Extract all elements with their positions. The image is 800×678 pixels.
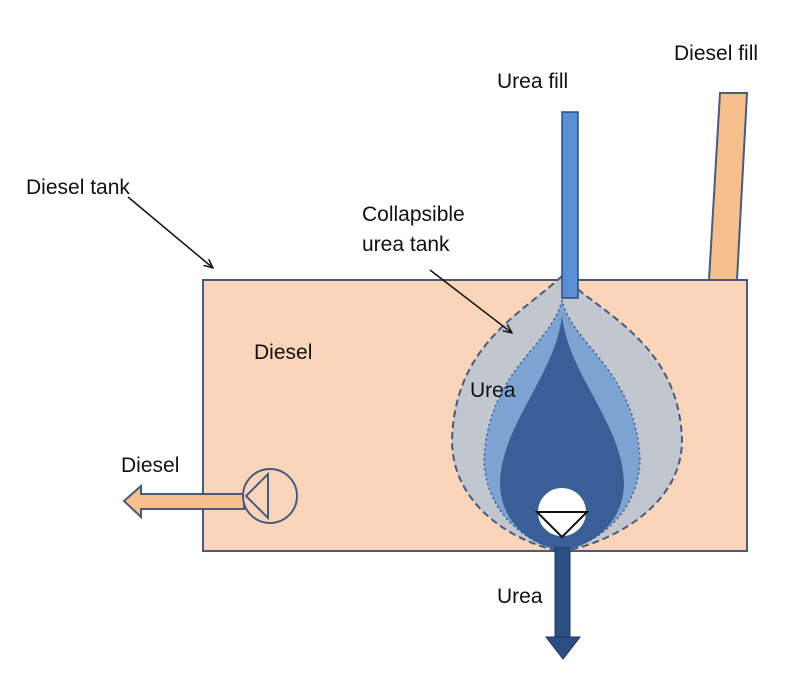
urea-outlet-label: Urea — [497, 585, 543, 608]
diesel-pump-circle — [242, 468, 298, 524]
urea-fill-pipe — [561, 111, 579, 299]
urea-valve-icon — [534, 511, 590, 539]
diesel-tank-label: Diesel tank — [26, 176, 130, 199]
diesel-inside-label: Diesel — [254, 341, 312, 364]
collapsible-label-line2: urea tank — [362, 233, 450, 256]
diesel-pump-triangle-icon — [244, 471, 269, 521]
urea-inside-label: Urea — [470, 379, 516, 402]
urea-outlet-arrow-icon — [544, 636, 582, 660]
collapsible-tank-pointer-line — [429, 269, 512, 333]
urea-outlet-pipe — [554, 547, 571, 639]
diesel-fill-pipe — [707, 92, 749, 281]
urea-fill-label: Urea fill — [497, 70, 568, 93]
collapsible-label-line1: Collapsible — [362, 203, 465, 226]
urea-level-core — [500, 315, 624, 550]
diesel-fill-label: Diesel fill — [674, 42, 758, 65]
diesel-outlet-label: Diesel — [121, 454, 179, 477]
diesel-tank-pointer-line — [127, 196, 213, 268]
